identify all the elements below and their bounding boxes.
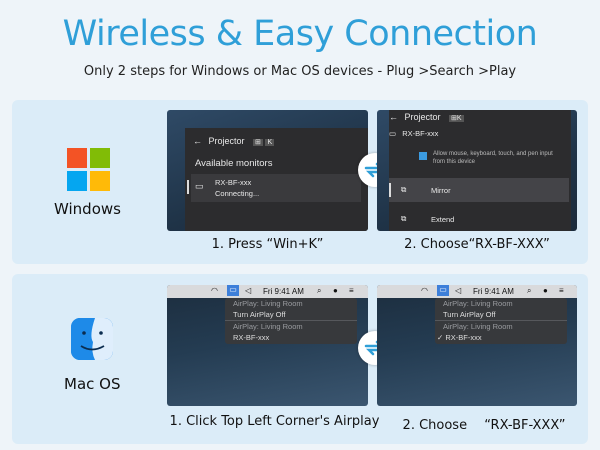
turn-off-item[interactable]: Turn AirPlay Off — [233, 310, 286, 319]
device-name: RX-BF-xxx — [402, 129, 439, 138]
airplay-dropdown: AirPlay: Living Room Turn AirPlay Off Ai… — [225, 298, 357, 344]
airplay-header: AirPlay: Living Room — [443, 299, 513, 308]
windows-step2-screenshot: ← Projector ⊞K ▭ RX-BF-xxx Allow mouse, … — [377, 110, 577, 231]
windows-key-icon: ⊞K — [449, 115, 464, 122]
siri-icon[interactable]: ● — [543, 286, 548, 295]
airplay-icon[interactable]: ▭ — [437, 285, 449, 296]
project-panel: ← Projector ⊞ K Available monitors ▭ RX-… — [185, 128, 368, 231]
extend-icon: ⧉ — [401, 214, 407, 223]
back-arrow-icon[interactable]: ← — [389, 112, 398, 122]
mac-menu-bar: ◠ ▭ ◁ Fri 9:41 AM ⌕ ● ≡ — [377, 285, 577, 298]
windows-step1-caption: 1. Press “Win+K” — [211, 237, 324, 252]
panel-title: Projector — [404, 112, 441, 122]
mac-section: Mac OS ◠ ▭ ◁ Fri 9:41 AM ⌕ ● ≡ AirPlay: … — [12, 274, 588, 444]
windows-logo-icon — [67, 148, 111, 192]
panel-title: Projector — [208, 136, 245, 146]
device-item[interactable]: ▭ RX-BF-xxx Connecting... — [187, 174, 361, 202]
airplay-header: AirPlay: Living Room — [233, 299, 303, 308]
menu-icon[interactable]: ≡ — [559, 286, 564, 295]
project-header: ← Projector ⊞K — [389, 112, 464, 122]
volume-icon[interactable]: ◁ — [245, 286, 252, 295]
airplay-header: AirPlay: Living Room — [233, 322, 303, 331]
mirror-label: Mirror — [431, 186, 451, 195]
selection-indicator — [389, 183, 391, 197]
windows-step1-screenshot: ← Projector ⊞ K Available monitors ▭ RX-… — [167, 110, 368, 231]
mac-step1-screenshot: ◠ ▭ ◁ Fri 9:41 AM ⌕ ● ≡ AirPlay: Living … — [167, 285, 368, 406]
windows-step2-caption: 2. Choose“RX-BF-XXX” — [404, 237, 550, 252]
back-arrow-icon[interactable]: ← — [193, 136, 202, 146]
mac-label: Mac OS — [64, 375, 121, 393]
mac-step2-screenshot: ◠ ▭ ◁ Fri 9:41 AM ⌕ ● ≡ AirPlay: Living … — [377, 285, 577, 406]
windows-key-icon: ⊞ — [253, 139, 263, 146]
key-hint: K — [265, 139, 275, 146]
mirror-option[interactable]: ⧉ Mirror — [389, 178, 569, 202]
airplay-header: AirPlay: Living Room — [443, 322, 513, 331]
device-item-selected[interactable]: ✓ RX-BF-xxx — [437, 333, 482, 342]
checkbox[interactable] — [419, 152, 427, 160]
mac-step1-caption: 1. Click Top Left Corner's Airplay — [169, 414, 380, 429]
section-heading: Available monitors — [195, 158, 273, 169]
clock[interactable]: Fri 9:41 AM — [473, 287, 514, 296]
monitor-icon: ▭ — [389, 129, 397, 138]
menu-icon[interactable]: ≡ — [349, 286, 354, 295]
finder-logo-icon — [71, 318, 113, 360]
clock[interactable]: Fri 9:41 AM — [263, 287, 304, 296]
mac-menu-bar: ◠ ▭ ◁ Fri 9:41 AM ⌕ ● ≡ — [167, 285, 368, 298]
siri-icon[interactable]: ● — [333, 286, 338, 295]
device-item[interactable]: RX-BF-xxx — [233, 333, 270, 342]
mac-step2-caption: 2. Choose “RX-BF-XXX” — [402, 418, 566, 433]
airplay-dropdown: AirPlay: Living Room Turn AirPlay Off Ai… — [435, 298, 567, 344]
monitor-icon: ▭ — [195, 181, 204, 191]
search-icon[interactable]: ⌕ — [317, 286, 322, 295]
device-row: ▭ RX-BF-xxx — [389, 129, 438, 138]
wifi-icon[interactable]: ◠ — [421, 286, 428, 295]
search-icon[interactable]: ⌕ — [527, 286, 532, 295]
windows-section: Windows ← Projector ⊞ K Available monito… — [12, 100, 588, 264]
device-name: RX-BF-xxx — [215, 178, 252, 187]
airplay-icon[interactable]: ▭ — [227, 285, 239, 296]
page-title: Wireless & Easy Connection — [62, 14, 538, 54]
menu-divider — [225, 320, 357, 321]
menu-divider — [435, 320, 567, 321]
volume-icon[interactable]: ◁ — [455, 286, 462, 295]
windows-label: Windows — [54, 200, 121, 218]
project-panel: ← Projector ⊞K ▭ RX-BF-xxx Allow mouse, … — [389, 110, 571, 231]
project-header: ← Projector ⊞ K — [193, 136, 275, 146]
wifi-icon[interactable]: ◠ — [211, 286, 218, 295]
extend-label: Extend — [431, 215, 455, 224]
mirror-icon: ⧉ — [401, 185, 407, 194]
connection-status: Connecting... — [215, 189, 260, 198]
checkbox-label: Allow mouse, keyboard, touch, and pen in… — [433, 151, 553, 165]
page-subtitle: Only 2 steps for Windows or Mac OS devic… — [83, 64, 517, 79]
turn-off-item[interactable]: Turn AirPlay Off — [443, 310, 496, 319]
extend-option[interactable]: ⧉ Extend — [389, 210, 569, 230]
selection-indicator — [187, 180, 189, 194]
